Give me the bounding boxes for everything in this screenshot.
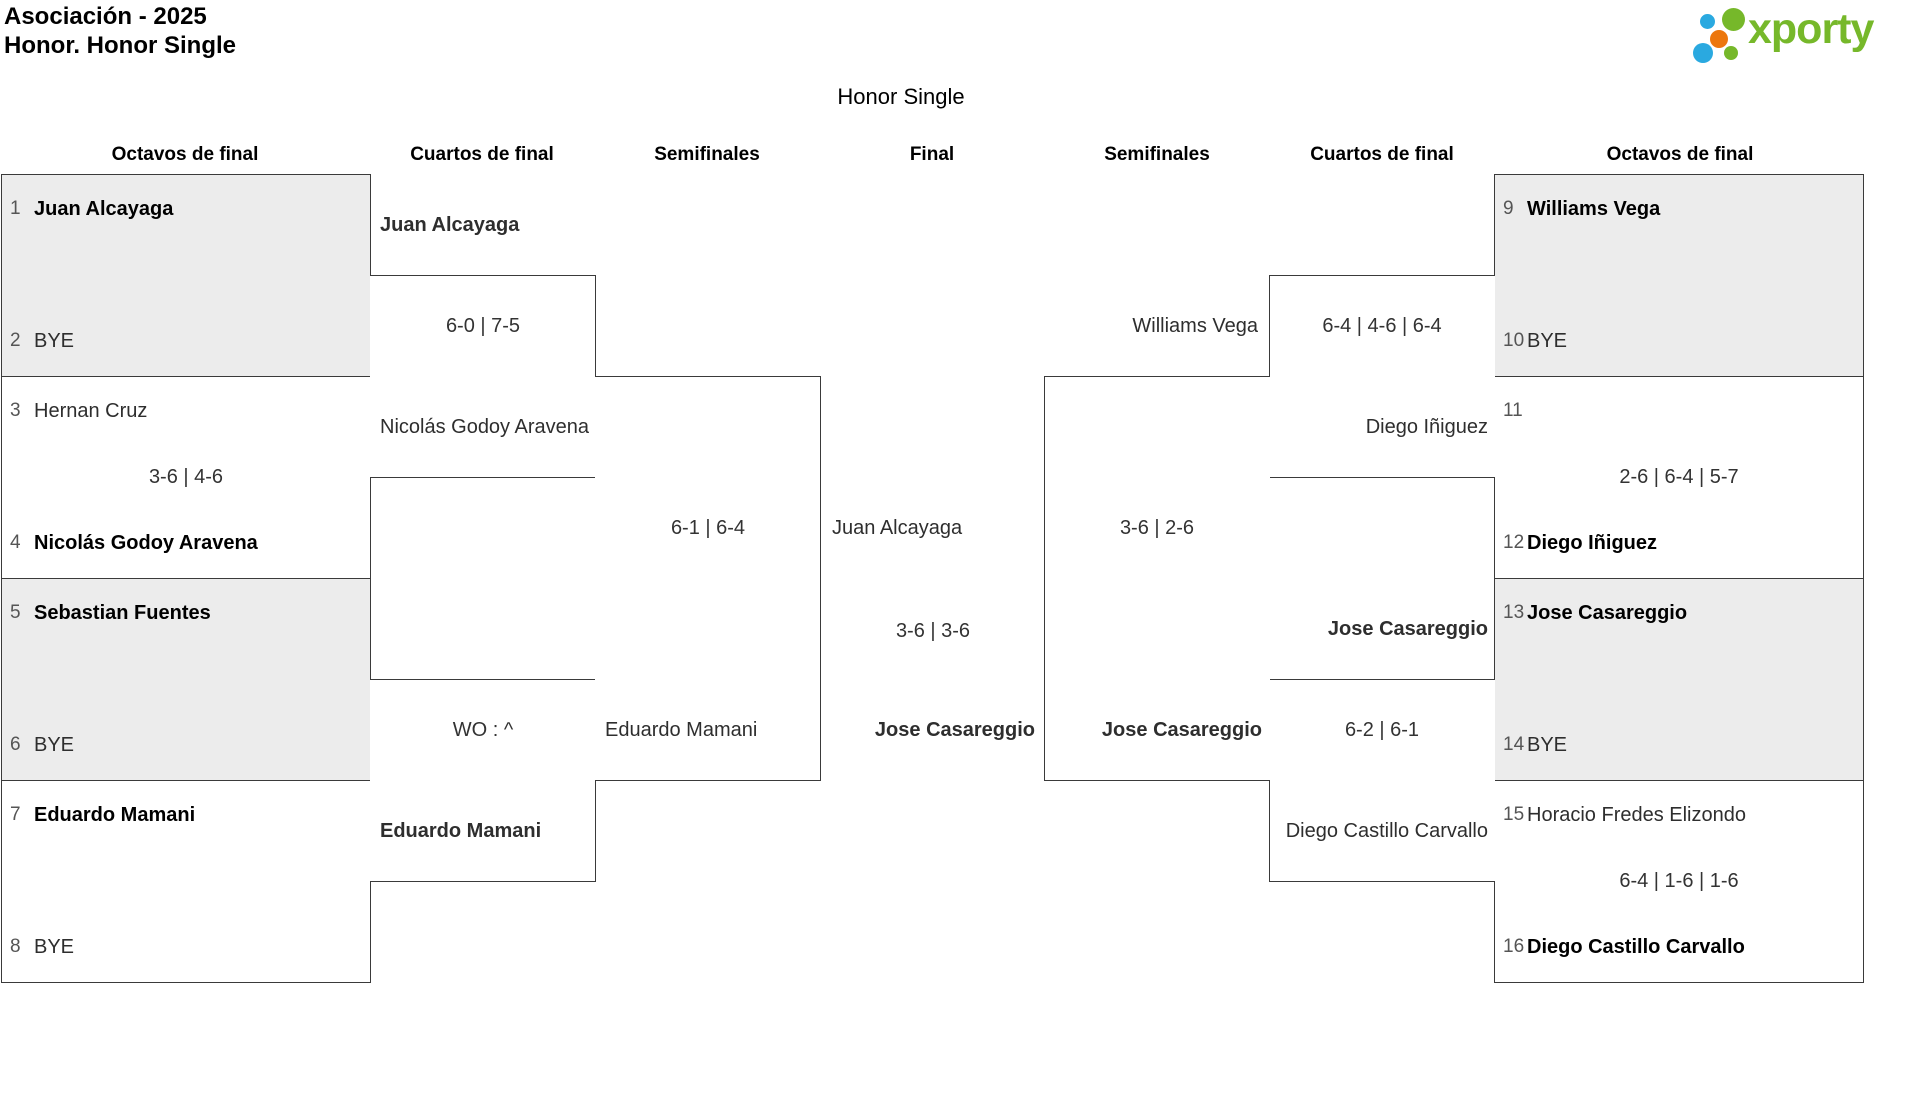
match-score-r16-3-4: 3-6 | 4-6	[148, 466, 224, 488]
player-seed: 8	[10, 936, 21, 957]
match-box-qf-left-1	[370, 275, 596, 478]
player-seed: 9	[1503, 198, 1514, 219]
round-header-octavos-left: Octavos de final	[111, 144, 259, 165]
match-box-r16-right-3	[1494, 578, 1864, 781]
player-seed: 7	[10, 804, 21, 825]
player-name: Hernan Cruz	[34, 400, 148, 422]
player-name: BYE	[1527, 330, 1568, 352]
match-score-qf-right-1: 6-4 | 4-6 | 6-4	[1322, 315, 1442, 337]
qf-left-walkover-winner-label[interactable]: Eduardo Mamani	[380, 820, 542, 842]
player-row-seed-12[interactable]: 12 Diego Iñiguez	[1494, 530, 1873, 556]
player-row-seed-3[interactable]: 3 Hernan Cruz	[1, 398, 380, 424]
logo-dot-blue-small	[1700, 14, 1715, 29]
player-seed: 1	[10, 198, 21, 219]
player-row-seed-10[interactable]: 10 BYE	[1494, 328, 1873, 354]
match-box-qf-right-2	[1269, 679, 1495, 882]
player-row-seed-8[interactable]: 8 BYE	[1, 934, 380, 960]
bracket-title: Honor Single	[837, 84, 965, 109]
match-score-sf-left: 6-1 | 6-4	[670, 517, 746, 539]
match-score-r16-11-12: 2-6 | 6-4 | 5-7	[1619, 466, 1739, 488]
player-seed: 2	[10, 330, 21, 351]
player-row-seed-4[interactable]: 4 Nicolás Godoy Aravena	[1, 530, 380, 556]
sf-right-winner-label[interactable]: Jose Casareggio	[1101, 719, 1262, 741]
tournament-title-line2: Honor. Honor Single	[4, 32, 236, 59]
player-name: BYE	[34, 936, 75, 958]
player-seed: 11	[1503, 400, 1523, 421]
final-champion-label[interactable]: Jose Casareggio	[874, 719, 1035, 741]
player-seed: 15	[1503, 804, 1525, 825]
player-name: Williams Vega	[1527, 198, 1661, 220]
logo-dot-green-small	[1724, 46, 1738, 60]
player-seed: 5	[10, 602, 21, 623]
match-box-sf-right	[1044, 376, 1270, 781]
player-row-seed-14[interactable]: 14 BYE	[1494, 732, 1873, 758]
player-seed: 13	[1503, 602, 1525, 623]
logo-dot-blue-large	[1693, 43, 1713, 63]
player-seed: 4	[10, 532, 21, 553]
player-name: Horacio Fredes Elizondo	[1527, 804, 1746, 826]
player-name: BYE	[1527, 734, 1568, 756]
final-left-finalist-label[interactable]: Juan Alcayaga	[832, 517, 963, 539]
player-name: Diego Iñiguez	[1527, 532, 1657, 554]
player-row-seed-2[interactable]: 2 BYE	[1, 328, 380, 354]
match-score-r16-15-16: 6-4 | 1-6 | 1-6	[1619, 870, 1739, 892]
player-row-seed-7[interactable]: 7 Eduardo Mamani	[1, 802, 380, 828]
player-name: Nicolás Godoy Aravena	[34, 532, 258, 554]
player-row-seed-11[interactable]: 11	[1494, 398, 1873, 424]
sf-right-top-player-label[interactable]: Williams Vega	[1132, 315, 1258, 337]
player-row-seed-9[interactable]: 9 Williams Vega	[1494, 196, 1873, 222]
match-box-r16-left-3	[1, 578, 371, 781]
match-score-final: 3-6 | 3-6	[895, 620, 971, 642]
qf-left-bottom-player-label[interactable]: Nicolás Godoy Aravena	[380, 416, 590, 438]
match-box-r16-right-4	[1494, 780, 1864, 983]
player-name: Jose Casareggio	[1527, 602, 1688, 624]
player-seed: 3	[10, 400, 21, 421]
player-name: BYE	[34, 734, 75, 756]
player-name: Eduardo Mamani	[34, 804, 196, 826]
player-row-seed-6[interactable]: 6 BYE	[1, 732, 380, 758]
player-row-seed-13[interactable]: 13 Jose Casareggio	[1494, 600, 1873, 626]
match-score-qf-right-2: 6-2 | 6-1	[1344, 719, 1420, 741]
round-header-semis-left: Semifinales	[654, 144, 760, 165]
player-row-seed-1[interactable]: 1 Juan Alcayaga	[1, 196, 380, 222]
round-header-octavos-right: Octavos de final	[1606, 144, 1754, 165]
player-seed: 12	[1503, 532, 1525, 553]
player-name: Diego Castillo Carvallo	[1527, 936, 1745, 958]
logo-dot-orange	[1710, 30, 1728, 48]
match-box-r16-left-2	[1, 376, 371, 579]
player-name: Sebastian Fuentes	[34, 602, 211, 624]
qf-right-bottom-loser-label[interactable]: Diego Castillo Carvallo	[1285, 820, 1488, 842]
qf-left-top-player-label[interactable]: Juan Alcayaga	[380, 214, 520, 236]
round-header-final: Final	[909, 144, 955, 165]
match-box-qf-left-2	[370, 679, 596, 882]
player-seed: 10	[1503, 330, 1525, 351]
round-header-cuartos-left: Cuartos de final	[410, 144, 554, 165]
match-score-qf-left-2-walkover: WO : ^	[452, 719, 514, 741]
round-header-cuartos-right: Cuartos de final	[1310, 144, 1454, 165]
match-box-r16-left-1	[1, 174, 371, 377]
match-box-r16-left-4	[1, 780, 371, 983]
match-box-r16-right-2	[1494, 376, 1864, 579]
logo-dot-green-large	[1722, 8, 1745, 31]
player-seed: 16	[1503, 936, 1525, 957]
match-box-r16-right-1	[1494, 174, 1864, 377]
qf-right-bottom-winner-label[interactable]: Jose Casareggio	[1327, 618, 1488, 640]
tournament-title-line1: Asociación - 2025	[4, 3, 207, 30]
player-name: BYE	[34, 330, 75, 352]
player-seed: 14	[1503, 734, 1525, 755]
qf-right-top-loser-label[interactable]: Diego Iñiguez	[1365, 416, 1488, 438]
logo-wordmark: xporty	[1748, 5, 1874, 53]
sf-left-bottom-player-label[interactable]: Eduardo Mamani	[605, 719, 758, 741]
player-row-seed-16[interactable]: 16 Diego Castillo Carvallo	[1494, 934, 1873, 960]
match-score-sf-right: 3-6 | 2-6	[1119, 517, 1195, 539]
player-seed: 6	[10, 734, 21, 755]
round-header-semis-right: Semifinales	[1104, 144, 1210, 165]
match-box-sf-left	[595, 376, 821, 781]
player-row-seed-5[interactable]: 5 Sebastian Fuentes	[1, 600, 380, 626]
player-row-seed-15[interactable]: 15 Horacio Fredes Elizondo	[1494, 802, 1873, 828]
player-name: Juan Alcayaga	[34, 198, 174, 220]
match-box-qf-right-1	[1269, 275, 1495, 478]
match-score-qf-left-1: 6-0 | 7-5	[445, 315, 521, 337]
